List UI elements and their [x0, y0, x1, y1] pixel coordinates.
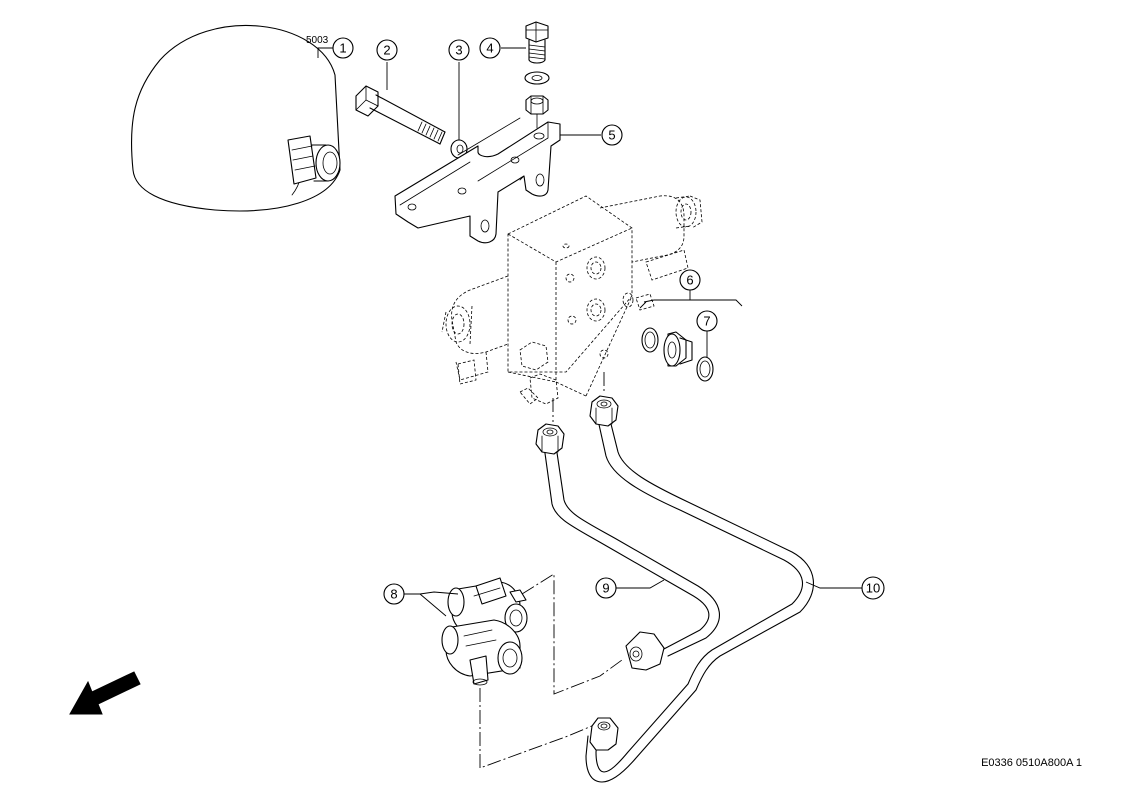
- callout-8: 8: [383, 583, 405, 605]
- long-bolt: [355, 85, 446, 145]
- svg-text:7: 7: [703, 314, 710, 329]
- callout-6: 6: [679, 269, 701, 291]
- callout-9: 9: [595, 577, 617, 599]
- svg-text:9: 9: [602, 581, 609, 596]
- valve-block: [441, 195, 703, 405]
- svg-text:3: 3: [455, 43, 462, 58]
- accumulator: [130, 24, 341, 212]
- callout-1: 1: [332, 37, 354, 59]
- callout-7: 7: [696, 310, 718, 332]
- callout-5: 5: [601, 124, 623, 146]
- mounting-bracket: [394, 117, 561, 244]
- tee-fittings: [441, 577, 528, 686]
- drawing-reference: E0336 0510A800A 1: [981, 757, 1082, 769]
- callout-2: 2: [376, 39, 398, 61]
- port-fittings: [641, 327, 714, 382]
- bolt-stack-4: [524, 21, 550, 129]
- callout-10: 10: [861, 576, 885, 600]
- svg-text:5: 5: [608, 128, 615, 143]
- svg-text:4: 4: [486, 41, 493, 56]
- leader-lines: [317, 47, 862, 617]
- accumulator-code: 5003: [306, 35, 329, 46]
- connection-lines: [479, 372, 623, 769]
- callout-4: 4: [479, 37, 501, 59]
- pipe-10: [585, 395, 814, 783]
- svg-text:6: 6: [686, 273, 693, 288]
- svg-text:2: 2: [383, 43, 390, 58]
- callout-3: 3: [448, 39, 470, 61]
- svg-text:10: 10: [866, 581, 880, 596]
- direction-arrow-icon: [69, 671, 141, 715]
- svg-text:1: 1: [339, 41, 346, 56]
- pipe-9: [535, 423, 720, 671]
- svg-text:8: 8: [390, 587, 397, 602]
